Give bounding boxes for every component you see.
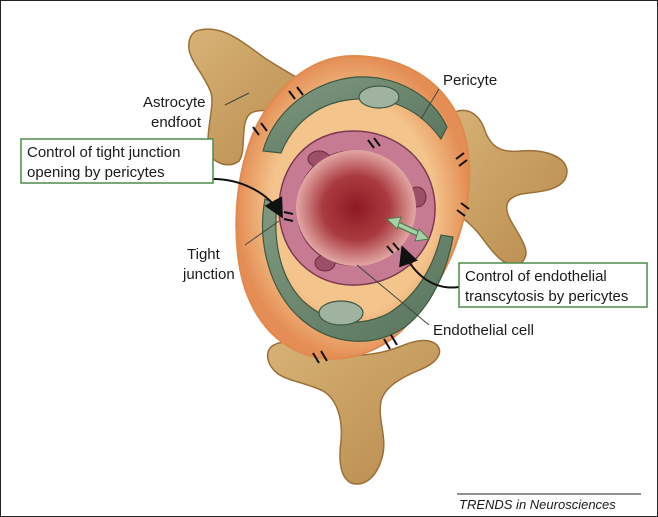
pericyte-nucleus-top bbox=[359, 86, 399, 108]
label-tight-line2: junction bbox=[182, 266, 235, 283]
callout-tc-line1: Control of endothelial bbox=[465, 268, 607, 285]
label-endothelial-cell: Endothelial cell bbox=[433, 322, 534, 339]
label-pericyte: Pericyte bbox=[443, 72, 497, 89]
callout-tj-line2: opening by pericytes bbox=[27, 164, 165, 181]
callout-transcytosis-control: Control of endothelial transcytosis by p… bbox=[459, 263, 647, 307]
callout-tight-junction-control: Control of tight junction opening by per… bbox=[21, 139, 213, 183]
label-astrocyte-line1: Astrocyte bbox=[143, 94, 206, 111]
journal-credit: TRENDS in Neurosciences bbox=[459, 497, 616, 512]
callout-tc-line2: transcytosis by pericytes bbox=[465, 288, 628, 305]
label-tight-line1: Tight bbox=[187, 246, 221, 263]
astrocyte-bottom bbox=[268, 341, 440, 484]
pericyte-nucleus-bottom bbox=[319, 301, 363, 325]
callout-tj-line1: Control of tight junction bbox=[27, 144, 180, 161]
label-astrocyte-line2: endfoot bbox=[151, 114, 202, 131]
